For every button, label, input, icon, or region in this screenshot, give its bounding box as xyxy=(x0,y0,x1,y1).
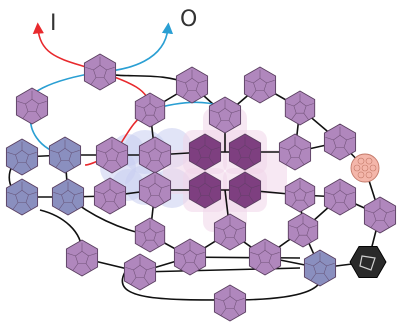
polyhedron-cluster-icon xyxy=(228,133,262,171)
polyhedron-cluster-icon xyxy=(83,53,117,91)
halo-layer xyxy=(100,108,287,232)
polyhedron-cluster-icon xyxy=(188,171,222,209)
soccer-ball-icon xyxy=(350,153,380,183)
polyhedron-cluster-icon xyxy=(123,253,157,291)
polyhedron-cluster-icon xyxy=(65,239,99,277)
black-polyhedron-icon xyxy=(349,245,387,279)
polyhedron-cluster-icon xyxy=(138,171,172,209)
polyhedron-cluster-icon xyxy=(284,90,316,126)
polyhedron-cluster-icon xyxy=(138,136,172,174)
polyhedron-cluster-icon xyxy=(303,249,337,287)
polyhedron-cluster-icon xyxy=(213,213,247,251)
polyhedron-cluster-icon xyxy=(188,133,222,171)
polyhedron-cluster-icon xyxy=(323,178,357,216)
polyhedron-cluster-icon xyxy=(213,284,247,322)
polyhedron-cluster-icon xyxy=(287,212,319,248)
polyhedron-cluster-icon xyxy=(175,66,209,104)
polyhedron-cluster-icon xyxy=(323,123,357,161)
polyhedron-cluster-icon xyxy=(15,87,49,125)
polyhedron-cluster-icon xyxy=(208,96,242,134)
output-label: O xyxy=(180,7,197,32)
polyhedron-cluster-icon xyxy=(248,238,282,276)
polyhedron-cluster-icon xyxy=(278,133,312,171)
polyhedron-cluster-icon xyxy=(5,178,39,216)
polyhedron-cluster-icon xyxy=(48,136,82,174)
polyhedron-cluster-icon xyxy=(363,196,397,234)
polyhedron-cluster-icon xyxy=(95,136,129,174)
polyhedron-cluster-icon xyxy=(173,238,207,276)
polyhedron-cluster-icon xyxy=(228,171,262,209)
polyhedron-cluster-icon xyxy=(51,178,85,216)
polyhedron-cluster-icon xyxy=(134,92,166,128)
polyhedron-cluster-icon xyxy=(134,217,166,253)
input-label: I xyxy=(50,11,57,36)
polyhedron-cluster-icon xyxy=(5,138,39,176)
node-layer xyxy=(5,53,397,322)
polyhedron-cluster-icon xyxy=(284,177,316,213)
polyhedron-cluster-icon xyxy=(93,177,127,215)
polyhedron-cluster-icon xyxy=(243,66,277,104)
